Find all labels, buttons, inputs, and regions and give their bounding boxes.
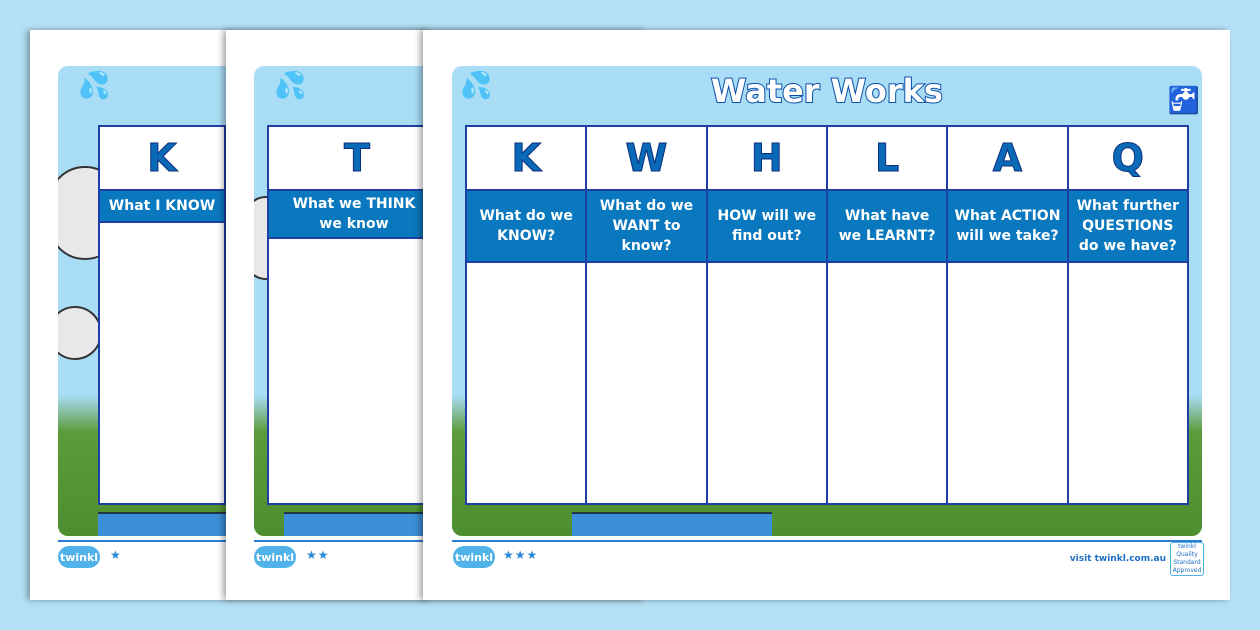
column-writing-area[interactable] xyxy=(1069,263,1187,503)
kwl-table: K What I KNOW xyxy=(98,125,226,505)
page-title: Water Works xyxy=(710,71,944,111)
kwhlaq-table: K What do we KNOW? W What do we WANT to kn… xyxy=(465,125,1189,505)
column-l: L What have we LEARNT? xyxy=(827,127,949,503)
column-a: A What ACTION will we take? xyxy=(948,127,1069,503)
website-link[interactable]: visit twinkl.com.au xyxy=(1069,554,1166,564)
column-question: What further QUESTIONS do we have? xyxy=(1068,189,1187,263)
footer-line xyxy=(452,540,1202,542)
column-k: K What I KNOW xyxy=(100,127,224,503)
column-question: What do we WANT to know? xyxy=(587,189,706,263)
column-question: What do we KNOW? xyxy=(467,189,586,263)
hose-spray-icon: 💦 xyxy=(460,71,493,101)
column-letter: K xyxy=(511,136,541,181)
twinkl-logo: twinkl xyxy=(58,546,100,568)
column-writing-area[interactable] xyxy=(828,263,946,503)
river xyxy=(572,512,772,536)
column-letter: H xyxy=(750,136,783,181)
level-stars: ★★★ xyxy=(503,548,539,562)
cloud xyxy=(58,306,102,360)
column-question: What ACTION will we take? xyxy=(948,189,1067,263)
column-question: What I KNOW xyxy=(100,189,224,223)
column-letter: T xyxy=(344,136,371,181)
column-h: H HOW will we find out? xyxy=(707,127,828,503)
column-letter: L xyxy=(875,136,900,181)
column-letter: A xyxy=(992,136,1023,181)
level-stars: ★★ xyxy=(306,548,330,562)
column-t: T What we THINK we know xyxy=(269,127,645,503)
tap-hands-icon: 🚰 xyxy=(1167,86,1200,116)
column-w: W What do we WANT to know? xyxy=(587,127,708,503)
level-stars: ★ xyxy=(110,548,122,562)
hose-spray-icon: 💦 xyxy=(274,71,307,101)
column-writing-area[interactable] xyxy=(708,263,826,503)
column-q: Q What further QUESTIONS do we have? xyxy=(1068,127,1187,503)
quality-badge: twinkl Quality Standard Approved xyxy=(1170,542,1204,576)
column-question: HOW will we find out? xyxy=(707,189,826,263)
column-writing-area[interactable] xyxy=(587,263,705,503)
column-writing-area[interactable] xyxy=(948,263,1066,503)
column-question: What we THINK we know xyxy=(269,189,423,239)
column-letter: K xyxy=(147,136,177,181)
column-question: What have we LEARNT? xyxy=(827,189,947,263)
hose-spray-icon: 💦 xyxy=(78,71,111,101)
column-letter: W xyxy=(625,136,668,181)
worksheet-page-3: Water Works 💦 🚰 K What do we KNOW? W What … xyxy=(423,30,1230,600)
column-k: K What do we KNOW? xyxy=(467,127,588,503)
column-writing-area[interactable] xyxy=(100,223,224,503)
twinkl-logo: twinkl xyxy=(254,546,296,568)
twinkl-logo: twinkl xyxy=(453,546,495,568)
column-letter: Q xyxy=(1111,136,1144,181)
column-writing-area[interactable] xyxy=(467,263,585,503)
